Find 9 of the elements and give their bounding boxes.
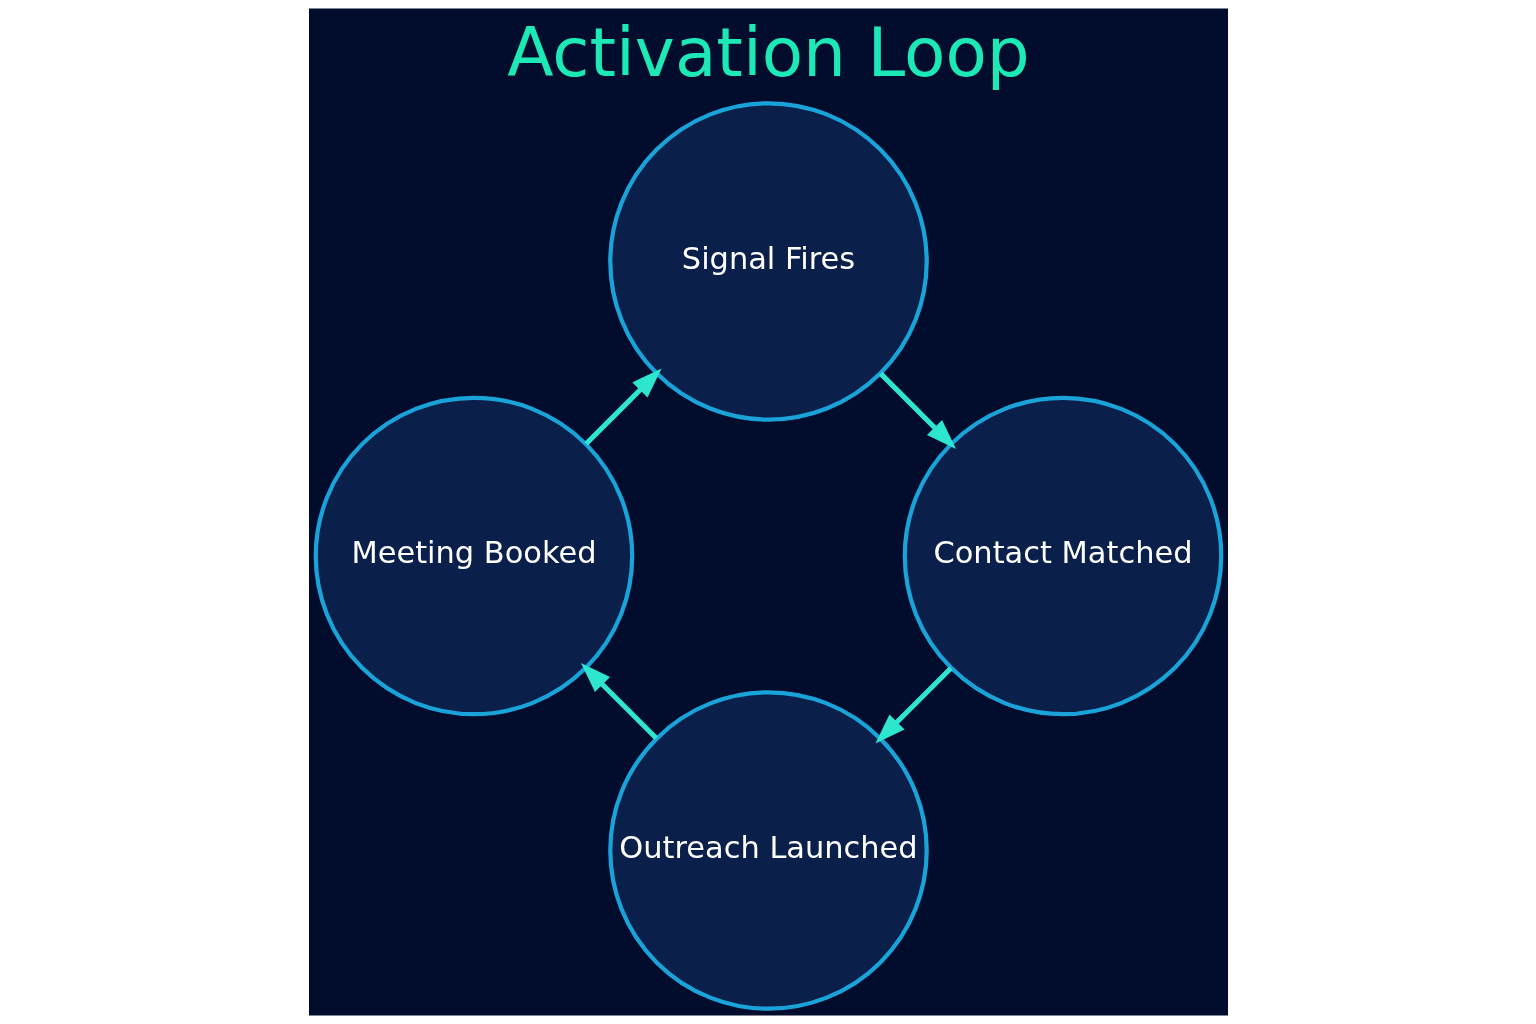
diagram-title: Activation Loop [506, 13, 1030, 93]
arrow [878, 371, 956, 450]
node-circle: Signal Fires [607, 101, 929, 422]
arrow [874, 666, 953, 744]
node-circle: Contact Matched [902, 395, 1223, 717]
arrow [580, 662, 658, 741]
arrow [583, 368, 662, 446]
node-circle: Meeting Booked [313, 395, 634, 717]
node-circle: Outreach Launched [607, 690, 929, 1011]
